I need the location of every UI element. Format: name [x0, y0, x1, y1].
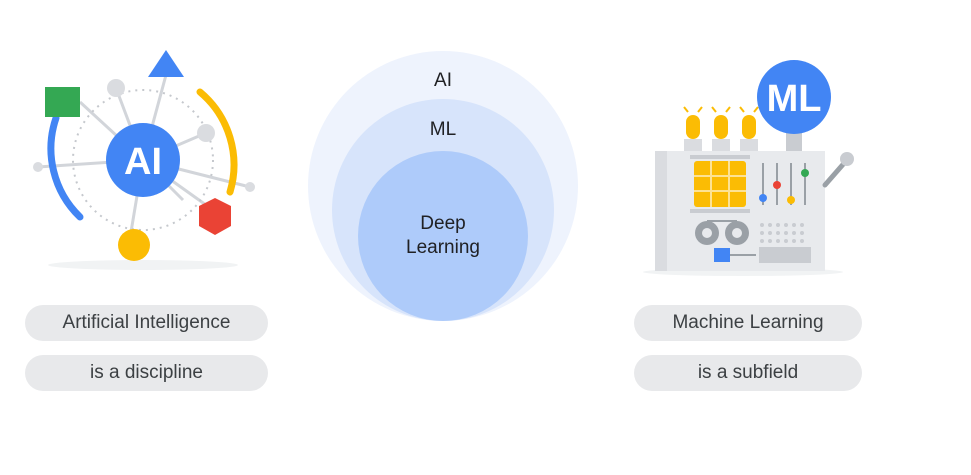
green-square: [45, 87, 80, 117]
red-hexagon: [199, 198, 231, 235]
lever: [822, 158, 849, 188]
ai-caption-line2: is a discipline: [25, 355, 268, 391]
lever-knob: [840, 152, 854, 166]
chip-icon: [690, 155, 750, 213]
ml-badge: [757, 60, 831, 134]
ai-network-icon: AI: [33, 50, 255, 270]
machine-side: [655, 151, 667, 271]
ring-dl-label-line1: Deep: [420, 213, 465, 234]
ring-dl-label-line2: Learning: [406, 237, 480, 258]
ai-badge-label: AI: [124, 141, 162, 183]
yellow-bulbs: [684, 115, 758, 151]
ring-ai-label: AI: [434, 70, 452, 91]
bulb-rays: [683, 106, 759, 113]
output-slot: [759, 247, 811, 263]
ground-shadow: [48, 260, 238, 270]
dotted-orbit: [72, 89, 214, 231]
dot-grid: [760, 223, 804, 243]
ml-caption-line1: Machine Learning: [634, 305, 862, 341]
ring-deep-learning: [358, 151, 528, 321]
nested-venn-diagram: AI ML Deep Learning: [308, 51, 578, 321]
blue-triangle: [148, 50, 184, 77]
ai-badge: [106, 123, 180, 197]
slider-controls: [759, 163, 809, 205]
blue-arc: [47, 114, 84, 221]
ml-machine-icon: ML: [643, 60, 854, 276]
yellow-arc: [196, 88, 238, 196]
ml-badge-label: ML: [767, 78, 822, 120]
ai-caption-line1: Artificial Intelligence: [25, 305, 268, 341]
ring-ml-label: ML: [430, 119, 456, 140]
ml-caption-line2: is a subfield: [634, 355, 862, 391]
reel-gears: [695, 220, 756, 262]
yellow-circle: [118, 229, 150, 261]
